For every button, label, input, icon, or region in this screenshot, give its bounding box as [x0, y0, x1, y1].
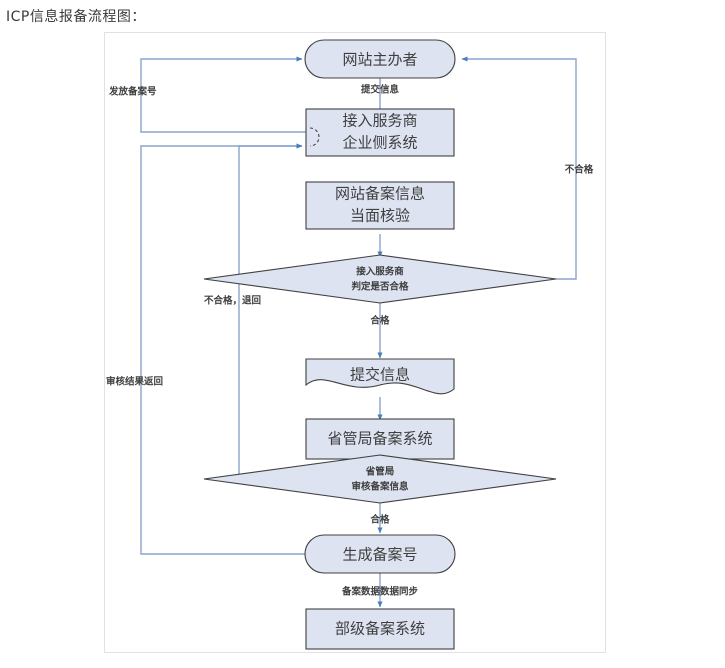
node-isp-label-line2: 企业侧系统	[342, 134, 417, 152]
node-ministry[interactable]: 部级备案系统	[305, 608, 455, 650]
connector-isp-to-sponsor-issue-number	[140, 56, 306, 133]
node-submit-label: 提交信息	[350, 366, 410, 384]
node-isp-check[interactable]: 接入服务商 判定是否合格	[203, 254, 557, 304]
node-prov-system[interactable]: 省管局备案系统	[305, 418, 455, 460]
node-prov-system-label: 省管局备案系统	[327, 430, 432, 448]
edge-labels: 提交信息 合格 合格 备案数据数据同步 不合格 发放备案号 不合格，退回 审核结…	[106, 84, 594, 598]
node-gen-number-label: 生成备案号	[342, 546, 417, 564]
edge-label-pass-prov: 合格	[370, 514, 390, 526]
edge-label-data-sync: 备案数据数据同步	[341, 586, 419, 598]
node-prov-check-label-line1: 省管局	[365, 466, 395, 478]
node-sponsor[interactable]: 网站主办者	[304, 39, 456, 79]
node-verify-label-line2: 当面核验	[350, 207, 410, 225]
node-gen-number[interactable]: 生成备案号	[304, 534, 456, 574]
node-isp-label-line1: 接入服务商	[342, 112, 417, 130]
edge-label-pass-isp: 合格	[370, 315, 390, 327]
flowchart-canvas: 网站主办者 接入服务商 企业侧系统 网站备案信息 当面核验 接入服务商 判定是否…	[106, 39, 594, 650]
node-sponsor-label: 网站主办者	[342, 51, 417, 69]
node-ministry-label: 部级备案系统	[335, 620, 425, 638]
node-verify[interactable]: 网站备案信息 当面核验	[305, 181, 455, 230]
node-verify-label-line1: 网站备案信息	[335, 185, 425, 203]
connector-gen-number-to-isp-result-return	[140, 143, 306, 555]
node-isp-check-label-line1: 接入服务商	[356, 266, 404, 278]
edge-label-issue-number: 发放备案号	[108, 86, 157, 98]
edge-label-fail-isp: 不合格	[565, 164, 594, 176]
connector-isp-check-to-sponsor-reject	[461, 56, 577, 280]
node-submit[interactable]: 提交信息	[305, 358, 455, 395]
edge-label-result-return: 审核结果返回	[106, 376, 163, 388]
edge-label-fail-return: 不合格，退回	[204, 295, 261, 307]
flowchart-frame: 网站主办者 接入服务商 企业侧系统 网站备案信息 当面核验 接入服务商 判定是否…	[104, 32, 606, 653]
node-prov-check[interactable]: 省管局 审核备案信息	[203, 454, 557, 504]
node-prov-check-label-line2: 审核备案信息	[351, 481, 409, 493]
node-isp[interactable]: 接入服务商 企业侧系统	[305, 108, 455, 157]
node-isp-check-label-line2: 判定是否合格	[351, 281, 409, 293]
line-jump-arc	[309, 127, 320, 147]
edge-label-submit-info: 提交信息	[361, 84, 400, 96]
page-title: ICP信息报备流程图：	[6, 9, 146, 25]
